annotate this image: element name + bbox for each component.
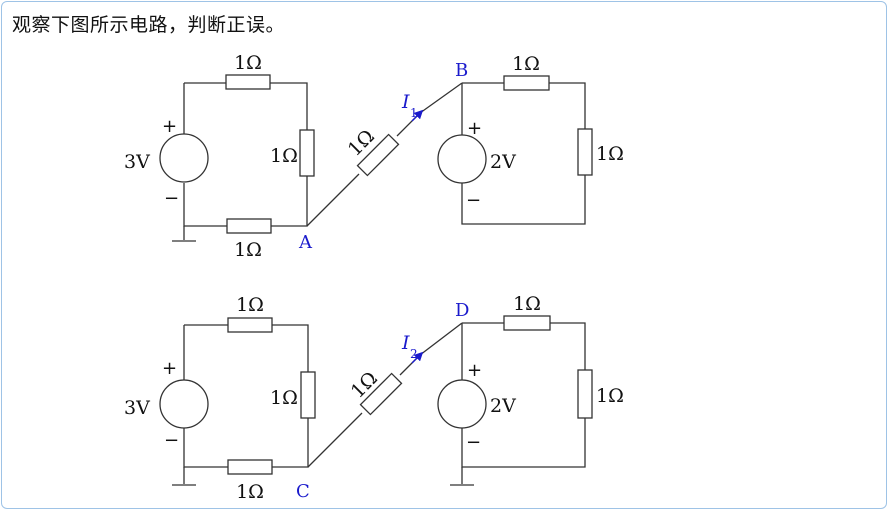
current-symbol: I	[401, 91, 410, 113]
ground-symbol	[172, 467, 196, 486]
right-loop-wires	[461, 322, 586, 468]
branch-wire-upper	[419, 82, 463, 114]
label-v-left: 3V	[124, 397, 150, 419]
resistor-right-top	[503, 75, 550, 91]
current-subscript: 1	[410, 106, 418, 120]
label-v-right: 2V	[490, 395, 516, 417]
minus-left: −	[164, 430, 179, 451]
resistor-right-top	[503, 315, 551, 331]
resistor-bottom	[227, 459, 273, 475]
node-a: A	[298, 232, 313, 253]
minus-right: −	[466, 432, 481, 453]
resistor-right-side	[577, 369, 593, 419]
label-r-right-top: 1Ω	[512, 53, 540, 75]
label-r-right: 1Ω	[270, 387, 298, 409]
label-r-bottom: 1Ω	[234, 239, 262, 261]
node-c: C	[296, 481, 310, 502]
label-r-right-side: 1Ω	[596, 385, 624, 407]
right-loop-wires	[461, 82, 586, 225]
question-text: 观察下图所示电路，判断正误。	[12, 14, 286, 36]
plus-right: +	[467, 118, 482, 139]
label-r-right: 1Ω	[270, 145, 298, 167]
label-v-right: 2V	[490, 151, 516, 173]
label-r-right-side: 1Ω	[596, 143, 624, 165]
label-r-top: 1Ω	[236, 294, 264, 316]
label-r-right-top: 1Ω	[513, 293, 541, 315]
resistor-right	[300, 371, 316, 419]
minus-right: −	[466, 190, 481, 211]
minus-left: −	[164, 188, 179, 209]
plus-right: +	[467, 360, 482, 381]
voltage-source-right	[437, 379, 487, 429]
node-d: D	[455, 300, 469, 321]
resistor-top	[225, 74, 271, 90]
branch-wire-upper	[419, 322, 463, 356]
resistor-bottom	[226, 218, 272, 234]
plus-left: +	[162, 358, 177, 379]
ground-symbol	[172, 226, 196, 242]
label-r-bottom: 1Ω	[236, 481, 264, 503]
voltage-source-left	[159, 379, 209, 429]
voltage-source-right	[437, 134, 487, 184]
circuit-bottom: 1Ω 1Ω 1Ω 3V + − 1Ω I 2 C D 1Ω 1Ω 2V + −	[124, 293, 624, 503]
current-arrow	[411, 109, 424, 122]
plus-left: +	[162, 116, 177, 137]
node-b: B	[455, 60, 468, 81]
current-arrow	[411, 351, 424, 364]
label-v-left: 3V	[124, 151, 150, 173]
resistor-right-side	[577, 128, 593, 176]
resistor-branch	[359, 372, 403, 416]
current-subscript: 2	[410, 347, 418, 361]
circuit-top: 1Ω 1Ω 1Ω 3V + − 1Ω I 1 A B 1Ω 1Ω 2V + −	[124, 52, 624, 261]
current-symbol: I	[401, 332, 410, 354]
resistor-right	[299, 129, 315, 177]
ground-symbol-right	[450, 467, 474, 486]
voltage-source-left	[159, 133, 209, 183]
label-r-top: 1Ω	[234, 52, 262, 74]
resistor-top	[227, 317, 273, 333]
resistor-branch	[356, 133, 400, 177]
